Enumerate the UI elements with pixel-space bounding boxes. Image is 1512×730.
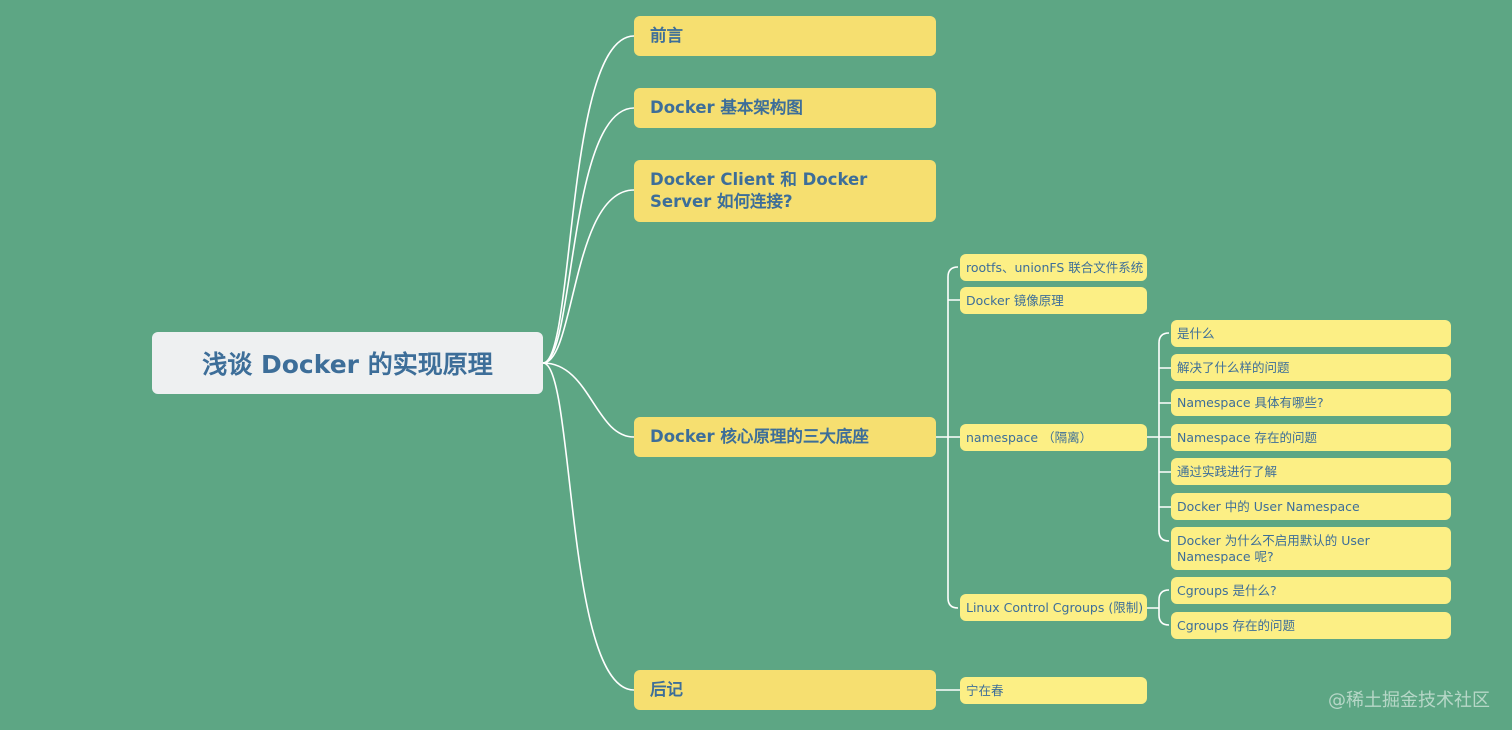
topic-connection[interactable]: Docker Client 和 Docker Server 如何连接?	[634, 160, 936, 222]
namespace-item-what[interactable]: 是什么	[1171, 320, 1451, 347]
connector-core-trunk	[936, 266, 960, 609]
cgroups-item-what[interactable]: Cgroups 是什么?	[1171, 577, 1451, 604]
connector-root-postscript	[542, 362, 635, 691]
subtopic-image[interactable]: Docker 镜像原理	[960, 287, 1147, 314]
topic-postscript[interactable]: 后记	[634, 670, 936, 710]
namespace-item-practice[interactable]: 通过实践进行了解	[1171, 458, 1451, 485]
topic-preface[interactable]: 前言	[634, 16, 936, 56]
subtopic-rootfs[interactable]: rootfs、unionFS 联合文件系统	[960, 254, 1147, 281]
connector-cgroups-trunk	[1147, 589, 1170, 626]
connector-root-preface	[542, 35, 635, 364]
namespace-item-why-not-default[interactable]: Docker 为什么不启用默认的 User Namespace 呢?	[1171, 527, 1451, 570]
subtopic-namespace[interactable]: namespace （隔离）	[960, 424, 1147, 451]
cgroups-item-issues[interactable]: Cgroups 存在的问题	[1171, 612, 1451, 639]
namespace-item-types[interactable]: Namespace 具体有哪些?	[1171, 389, 1451, 416]
connector-root-architecture	[542, 107, 635, 364]
watermark: @稀土掘金技术社区	[1328, 690, 1490, 711]
subtopic-cgroups[interactable]: Linux Control Cgroups (限制)	[960, 594, 1147, 621]
connector-namespace-trunk	[1147, 332, 1171, 542]
topic-architecture[interactable]: Docker 基本架构图	[634, 88, 936, 128]
namespace-item-problem-solved[interactable]: 解决了什么样的问题	[1171, 354, 1451, 381]
namespace-item-docker-user-ns[interactable]: Docker 中的 User Namespace	[1171, 493, 1451, 520]
connector-root-connection	[542, 189, 635, 364]
root-topic[interactable]: 浅谈 Docker 的实现原理	[152, 332, 543, 394]
connector-root-core	[542, 362, 635, 438]
topic-core[interactable]: Docker 核心原理的三大底座	[634, 417, 936, 457]
namespace-item-issues[interactable]: Namespace 存在的问题	[1171, 424, 1451, 451]
subtopic-author[interactable]: 宁在春	[960, 677, 1147, 704]
